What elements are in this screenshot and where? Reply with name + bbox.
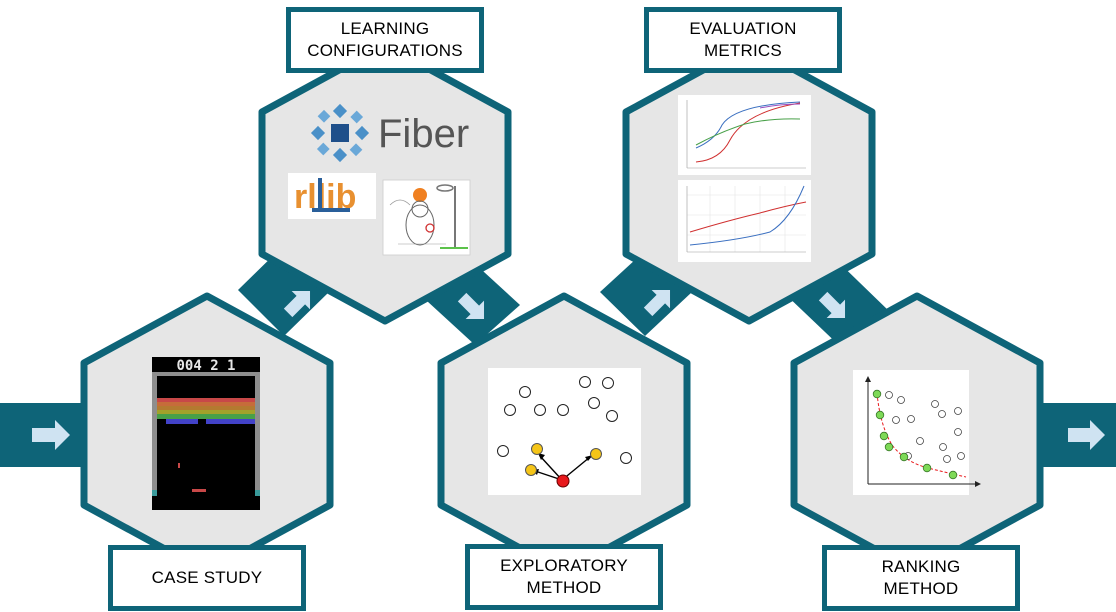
metric-plot-bottom [678, 180, 811, 262]
arrow-up-right-icon [283, 290, 311, 318]
breakout-game-screenshot: 004 2 1 [152, 357, 260, 510]
candidate-point [504, 404, 516, 416]
hex-evaluation-metrics [622, 41, 876, 325]
arrow-right-icon [32, 420, 70, 450]
arrow-up-right-icon [643, 289, 671, 317]
hex-ranking-method [790, 292, 1044, 576]
hex-learning-configurations: Fiber rllib [258, 41, 512, 325]
fiber-logo: Fiber [310, 103, 469, 163]
explored-point [531, 443, 543, 455]
candidate-point [606, 410, 618, 422]
basketball-agent-illustration [382, 179, 471, 256]
label-evaluation-metrics-text: EVALUATION METRICS [689, 19, 797, 60]
candidate-point [620, 452, 632, 464]
candidate-point [557, 404, 569, 416]
candidate-point [579, 376, 591, 388]
candidate-point [602, 377, 614, 389]
arrow-down-right-icon [457, 292, 485, 320]
pareto-point [948, 470, 958, 480]
pareto-point [899, 452, 909, 462]
pareto-point [872, 389, 882, 399]
label-learning-configurations: LEARNING CONFIGURATIONS [286, 7, 484, 73]
candidate-point [534, 404, 546, 416]
pareto-point [884, 442, 894, 452]
label-ranking-method: RANKING METHOD [822, 545, 1020, 611]
label-case-study-text: CASE STUDY [151, 568, 263, 587]
pareto-point [879, 431, 889, 441]
label-exploratory-method: EXPLORATORY METHOD [465, 544, 663, 610]
breakout-score: 004 2 1 [176, 358, 235, 374]
arrow-right-icon [1068, 420, 1105, 450]
arrow-down-right-icon [818, 291, 846, 319]
band-case-to-config [238, 245, 330, 336]
candidate-point [519, 386, 531, 398]
explored-point [525, 464, 537, 476]
flow-arrows [32, 289, 1105, 450]
explored-point [590, 448, 602, 460]
pareto-ranking-plot [853, 370, 981, 495]
fiber-logo-text: Fiber [378, 112, 469, 156]
candidate-point [588, 397, 600, 409]
metric-plot-top [678, 95, 811, 175]
pareto-point [875, 410, 885, 420]
current-point [556, 474, 570, 488]
label-exploratory-method-text: EXPLORATORY METHOD [500, 556, 628, 597]
label-learning-configurations-text: LEARNING CONFIGURATIONS [307, 19, 463, 60]
label-evaluation-metrics: EVALUATION METRICS [644, 7, 842, 73]
hex-case-study: 004 2 1 [80, 292, 334, 576]
fiber-logo-icon [310, 103, 370, 163]
exploration-plot [488, 368, 641, 495]
label-ranking-method-text: RANKING METHOD [881, 557, 961, 598]
label-case-study: CASE STUDY [108, 545, 306, 611]
pareto-point [922, 463, 932, 473]
rllib-logo: rllib [288, 173, 376, 219]
hex-exploratory-method [437, 292, 691, 576]
candidate-point [497, 445, 509, 457]
